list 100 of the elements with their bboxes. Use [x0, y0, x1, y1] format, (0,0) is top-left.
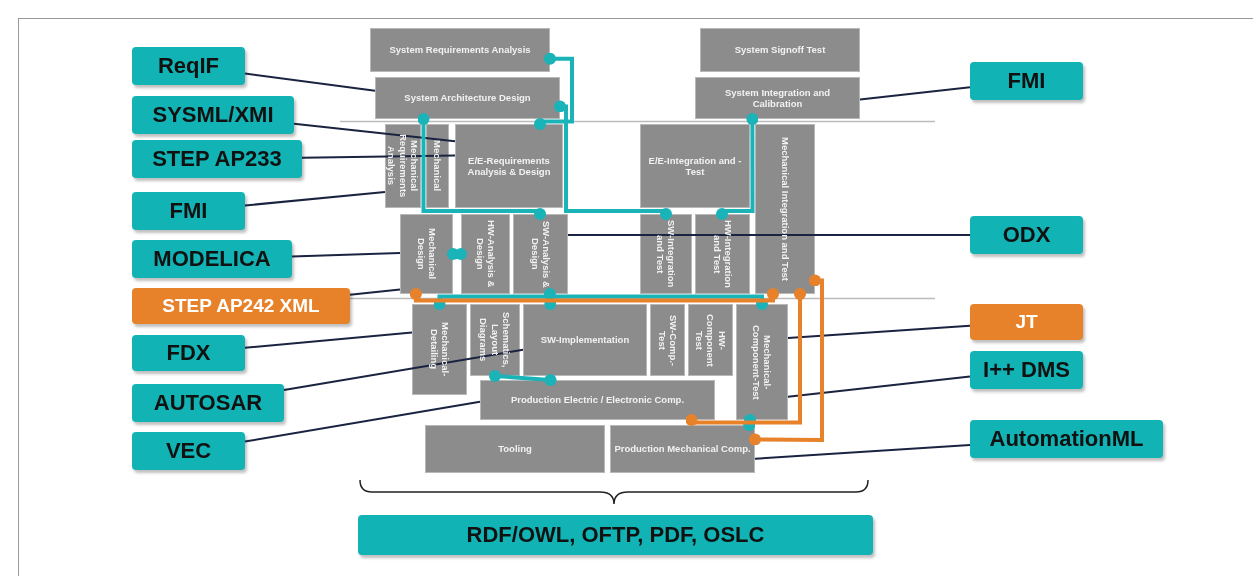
connector-line: [447, 248, 467, 260]
standard-name: SYSML/XMI: [152, 102, 274, 128]
connector-line: [554, 100, 672, 220]
phase-box: [412, 304, 467, 395]
connector-line: [743, 414, 756, 431]
leader-line: [244, 400, 481, 443]
phase-box: [385, 124, 421, 208]
phase-name: SW-Integration and Test: [654, 219, 678, 290]
phase-box: [470, 304, 520, 376]
standard-label: [132, 140, 302, 178]
standard-name: FMI: [169, 198, 208, 224]
leader-line: [754, 444, 971, 460]
leader-line: [567, 234, 971, 236]
standard-label: [132, 288, 350, 324]
standard-name: FMI: [1007, 68, 1046, 94]
phase-name: E/E-Integration and -Test: [647, 154, 743, 178]
standard-name: STEP AP233: [152, 146, 282, 172]
phase-box: [455, 124, 563, 208]
phase-name: SW-Analysis & Design: [529, 219, 552, 290]
phase-name: System Architecture Design: [404, 92, 531, 104]
phase-name: Mechanical Integration and Test: [779, 137, 791, 281]
phase-box: [400, 214, 453, 294]
phase-box: [370, 28, 550, 72]
connector-line: [749, 274, 824, 446]
phase-box: [610, 425, 755, 473]
phase-name: System Signoff Test: [734, 44, 826, 56]
standard-name: RDF/OWL, OFTP, PDF, OSLC: [466, 522, 765, 548]
standard-name: ODX: [1002, 222, 1051, 248]
standard-label: [970, 304, 1083, 340]
phase-box: [640, 124, 750, 208]
phase-box: [461, 214, 510, 294]
leader-line: [349, 288, 401, 296]
connector-line: [417, 113, 546, 220]
standard-name: AUTOSAR: [153, 390, 263, 416]
standard-name: AutomationML: [989, 426, 1144, 452]
phase-box: [426, 124, 449, 208]
phase-name: E/E-Requirements Analysis & Design: [466, 154, 552, 178]
phase-name: System Integration and Calibration: [723, 86, 832, 110]
phase-box: [513, 214, 568, 294]
standard-label: [970, 351, 1083, 389]
phase-name: Schematics, Layout Diagrams: [477, 311, 513, 370]
phase-box: [755, 124, 815, 294]
standard-label: [132, 432, 245, 470]
phase-box: [700, 28, 860, 72]
phase-box: [688, 304, 733, 376]
leader-line: [244, 331, 413, 349]
standard-name: VEC: [165, 438, 212, 464]
phase-name: Production Electric / Electronic Comp.: [510, 394, 685, 406]
phase-name: Mechanical Requirements Analysis: [385, 133, 421, 200]
connector-line: [685, 288, 806, 426]
standard-label: [132, 335, 245, 371]
phase-name: Mechanical: [431, 140, 444, 192]
phase-box: [425, 425, 605, 473]
phase-box: [640, 214, 692, 294]
standard-label: [970, 62, 1083, 100]
leader-line: [301, 154, 456, 159]
leader-line: [291, 252, 401, 258]
phase-box: [650, 304, 685, 376]
phase-box: [375, 77, 560, 119]
standard-label: [132, 96, 294, 134]
leader-line: [787, 375, 971, 398]
leader-line: [293, 122, 456, 143]
phase-box: [480, 380, 715, 420]
standard-label: [132, 384, 284, 422]
phase-name: SW-Implementation: [540, 334, 630, 346]
leader-line: [244, 72, 376, 92]
leader-line: [283, 348, 524, 392]
connector-line: [716, 113, 759, 220]
phase-name: Mechanical-Component-Test: [750, 323, 774, 402]
phase-name: System Requirements Analysis: [389, 44, 531, 56]
connector-line: [489, 370, 557, 386]
phase-box: [736, 304, 788, 420]
standard-label: [970, 216, 1083, 254]
phase-box: [695, 77, 860, 119]
standard-name: MODELICA: [153, 246, 271, 272]
connector-line: [543, 288, 557, 310]
leader-line: [859, 86, 971, 101]
standard-name: STEP AP242 XML: [162, 295, 320, 317]
standard-label: [132, 47, 245, 85]
leader-line: [244, 190, 386, 207]
connector-line: [409, 288, 779, 303]
standard-label: [970, 420, 1163, 458]
standard-label: [132, 240, 292, 278]
standard-name: I++ DMS: [983, 357, 1070, 383]
phase-name: SW-Comp.-Test: [656, 313, 679, 368]
phase-name: HW-Component Test: [693, 312, 728, 369]
phase-name: HW-Analysis & Design: [474, 219, 497, 290]
standard-name: JT: [1015, 311, 1038, 333]
leader-line: [787, 324, 971, 340]
phase-name: Mechanical-Detailing: [428, 321, 451, 379]
phase-name: Production Mechanical Comp.: [614, 443, 751, 455]
connector-line: [433, 294, 768, 310]
phase-box: [523, 304, 647, 376]
standard-label: [132, 192, 245, 230]
phase-name: Mechanical Design: [415, 227, 438, 282]
phase-name: Tooling: [498, 443, 532, 455]
standard-name: ReqIF: [157, 53, 220, 79]
standard-label: [358, 515, 873, 555]
standard-name: FDX: [166, 340, 211, 366]
connector-line: [534, 52, 574, 130]
